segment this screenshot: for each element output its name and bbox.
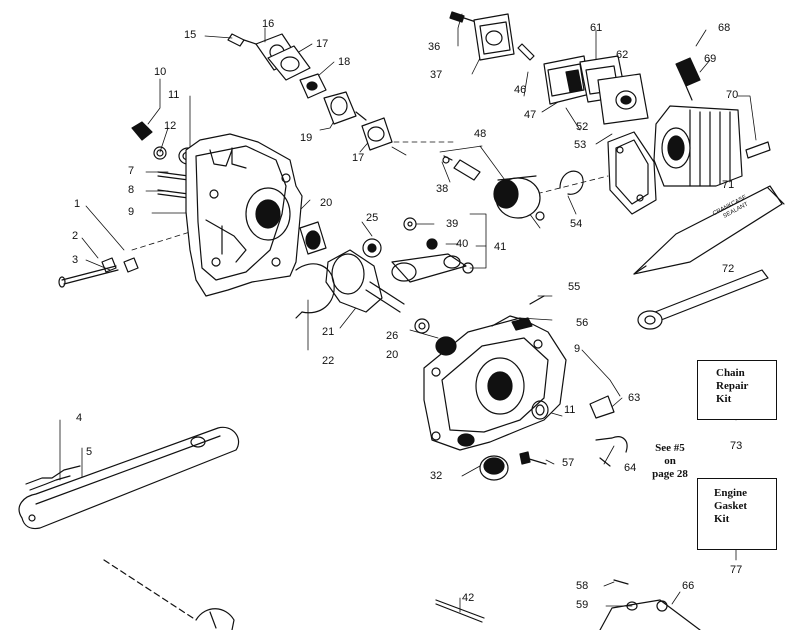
callout-63: 63 xyxy=(628,392,641,404)
chain-adjuster-parts xyxy=(479,395,628,481)
see-page-note-line3: page 28 xyxy=(652,468,688,480)
callout-66: 66 xyxy=(682,580,695,592)
callout-1: 1 xyxy=(74,198,81,210)
chain-repair-kit-line3: Kit xyxy=(716,393,732,405)
guide-bar xyxy=(18,426,240,530)
callout-21: 21 xyxy=(322,326,335,338)
see-page-note: See #5 on page 28 xyxy=(644,442,696,481)
engine-gasket-kit-line2: Gasket xyxy=(714,500,747,512)
callout-39: 39 xyxy=(446,218,459,230)
callout-17-bottom: 17 xyxy=(352,152,365,164)
air-filter-parts xyxy=(449,11,649,125)
callout-57: 57 xyxy=(562,457,575,469)
callout-8: 8 xyxy=(128,184,135,196)
callout-38: 38 xyxy=(436,183,449,195)
callout-62: 62 xyxy=(616,49,629,61)
see-page-note-line1: See #5 xyxy=(655,442,685,454)
callout-69: 69 xyxy=(704,53,717,65)
callout-11-right: 11 xyxy=(564,404,576,416)
callout-36: 36 xyxy=(428,41,441,53)
callout-11-top: 11 xyxy=(168,89,180,101)
callout-4: 4 xyxy=(76,412,83,424)
callout-72: 72 xyxy=(722,263,735,275)
callout-48: 48 xyxy=(474,128,487,140)
callout-61: 61 xyxy=(590,22,603,34)
callout-71: 71 xyxy=(722,179,735,191)
callout-32: 32 xyxy=(430,470,443,482)
bottom-partial-parts xyxy=(103,559,701,630)
callout-9-left: 9 xyxy=(128,206,135,218)
cylinder-parts xyxy=(653,57,771,187)
sealant-tube xyxy=(633,185,785,275)
callout-59: 59 xyxy=(576,599,589,611)
callout-15: 15 xyxy=(184,29,197,41)
callout-2: 2 xyxy=(72,230,79,242)
see-page-note-line2: on xyxy=(664,455,676,467)
callout-18: 18 xyxy=(338,56,351,68)
engine-gasket-kit-line3: Kit xyxy=(714,513,730,525)
chain-repair-kit-box: Chain Repair Kit xyxy=(697,360,777,420)
callout-52: 52 xyxy=(576,121,589,133)
callout-64: 64 xyxy=(624,462,637,474)
left-crankcase xyxy=(185,133,303,297)
callout-7: 7 xyxy=(128,165,135,177)
callout-20-bottom: 20 xyxy=(386,349,399,361)
callout-5: 5 xyxy=(86,446,93,458)
chain-repair-kit-line2: Repair xyxy=(716,380,749,392)
callout-58: 58 xyxy=(576,580,589,592)
callout-25: 25 xyxy=(366,212,379,224)
callout-53: 53 xyxy=(574,139,587,151)
callout-19: 19 xyxy=(300,132,313,144)
carb-fitting-parts xyxy=(227,33,393,151)
callout-46: 46 xyxy=(514,84,527,96)
callout-3: 3 xyxy=(72,254,79,266)
engine-gasket-kit-box: Engine Gasket Kit xyxy=(697,478,777,550)
callout-73: 73 xyxy=(730,440,743,452)
callout-47: 47 xyxy=(524,109,537,121)
piston-conrod-parts xyxy=(391,155,545,283)
callout-26: 26 xyxy=(386,330,399,342)
callout-77: 77 xyxy=(730,564,743,576)
callout-56: 56 xyxy=(576,317,589,329)
engine-gasket-kit-line1: Engine xyxy=(714,487,748,499)
right-crankcase xyxy=(423,295,567,451)
callout-37: 37 xyxy=(430,69,443,81)
callout-40: 40 xyxy=(456,238,469,250)
callout-42: 42 xyxy=(462,592,475,604)
callout-41: 41 xyxy=(494,241,507,253)
callout-16: 16 xyxy=(262,18,275,30)
callout-22: 22 xyxy=(322,355,335,367)
cylinder-gasket-parts xyxy=(559,131,657,215)
callout-20-top: 20 xyxy=(320,197,333,209)
callout-55: 55 xyxy=(568,281,581,293)
crankshaft-parts xyxy=(295,221,430,334)
callout-10: 10 xyxy=(154,66,167,78)
callout-12: 12 xyxy=(164,120,177,132)
wrench xyxy=(637,269,769,330)
callout-9-right: 9 xyxy=(574,343,581,355)
chain-repair-kit-line1: Chain xyxy=(716,367,745,379)
callout-68: 68 xyxy=(718,22,731,34)
callout-54: 54 xyxy=(570,218,583,230)
callout-17-top: 17 xyxy=(316,38,329,50)
callout-70: 70 xyxy=(726,89,739,101)
